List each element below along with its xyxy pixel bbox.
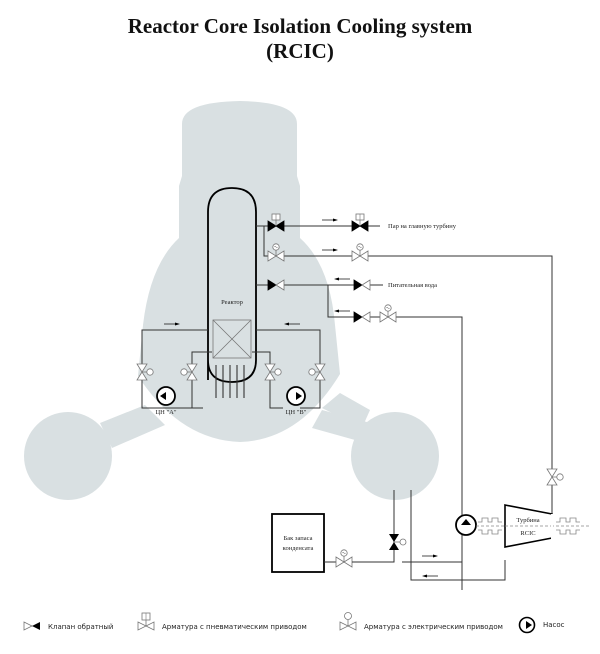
turbine-label-line-1: Турбина	[516, 517, 539, 524]
rcic-turbine[interactable]: Турбина RCIC	[504, 504, 553, 548]
electric-valve-icon[interactable]	[351, 243, 369, 262]
electric-valve-icon[interactable]	[335, 549, 353, 568]
legend-label: Арматура с пневматическим приводом	[162, 623, 307, 631]
pump-b-label: ЦН "В"	[286, 409, 307, 416]
steam-to-turbine-label: Пар на главную турбину	[388, 223, 457, 230]
pneumatic-valve-icon[interactable]	[351, 213, 369, 232]
legend-item-pump: Насос	[518, 616, 565, 634]
pump-b[interactable]	[286, 386, 306, 406]
tank-label-line-1: Бак запаса	[284, 535, 313, 542]
flow-arrow-icon	[333, 277, 351, 281]
flow-arrow-icon	[421, 554, 439, 558]
check-valve-vertical-icon[interactable]	[389, 534, 407, 550]
rcic-pump[interactable]	[455, 514, 477, 536]
pump-a-label: ЦН "А"	[155, 409, 176, 416]
legend-item-check-valve: Клапан обратный	[23, 621, 113, 631]
condensate-tank: Бак запаса конденсата	[271, 513, 325, 573]
flow-arrow-icon	[333, 309, 351, 313]
legend-item-electric-valve: Арматура с электрическим приводом	[339, 612, 503, 631]
title-line-1: Reactor Core Isolation Cooling system	[127, 14, 473, 38]
electric-valve-icon[interactable]	[379, 304, 397, 323]
diagram-title: Reactor Core Isolation Cooling system (R…	[0, 14, 600, 64]
tank-label-line-2: конденсата	[283, 545, 314, 552]
containment-building	[24, 101, 439, 500]
check-valve-icon[interactable]	[353, 311, 371, 323]
check-valve-icon[interactable]	[353, 279, 371, 291]
flow-arrow-icon	[421, 574, 439, 578]
legend-label: Арматура с электрическим приводом	[364, 623, 503, 631]
manual-valve-icon[interactable]	[546, 468, 564, 486]
title-line-2: (RCIC)	[266, 39, 334, 63]
reactor-vessel: Реактор	[207, 187, 257, 398]
turbine-label-line-2: RCIC	[520, 530, 535, 537]
legend-item-pneumatic-valve: Арматура с пневматическим приводом	[137, 612, 307, 631]
reactor-label: Реактор	[221, 299, 243, 306]
feedwater-label: Питательная вода	[388, 282, 437, 289]
flow-arrow-icon	[321, 218, 339, 222]
pump-a[interactable]	[156, 386, 176, 406]
flow-arrow-icon	[321, 248, 339, 252]
legend-label: Клапан обратный	[48, 623, 113, 631]
legend-label: Насос	[543, 621, 565, 629]
legend: Клапан обратный Арматура с пневматически…	[23, 612, 565, 634]
